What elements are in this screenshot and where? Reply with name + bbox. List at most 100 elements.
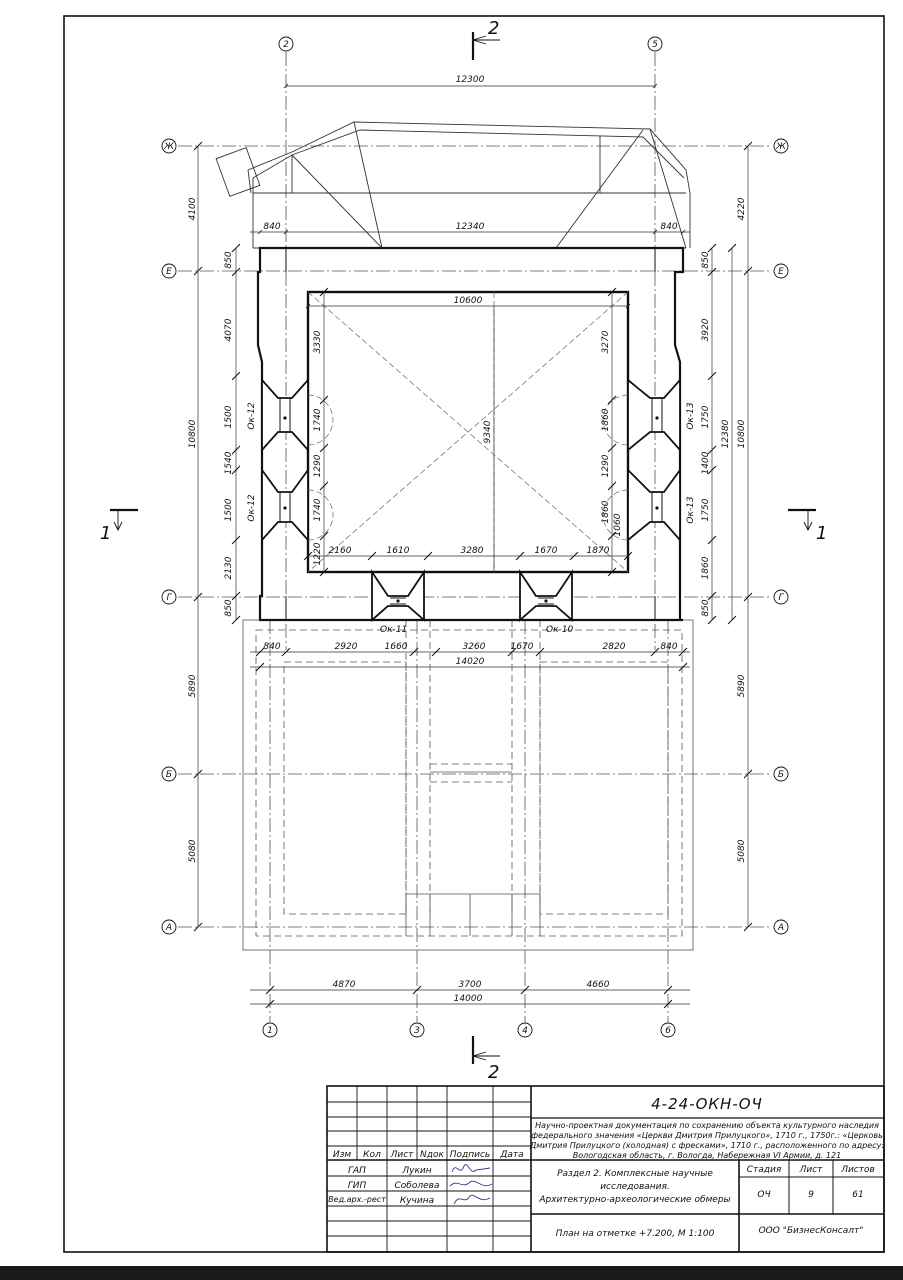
dim-south-1: 2160 [329, 546, 352, 556]
dim-left-chain-2: 4070 [224, 318, 234, 341]
name-gap: Лукин [401, 1166, 431, 1176]
name-ved-arh: Кучина [400, 1196, 434, 1206]
description-line-1: Научно-проектная документация по сохране… [535, 1121, 879, 1130]
dim-right-chain-1: 850 [701, 251, 711, 268]
dim-below-7: 840 [660, 642, 677, 652]
window-niche-left-2 [261, 467, 309, 543]
axis-label-b-right: Б [778, 770, 784, 780]
axis-label-5-top: 5 [652, 40, 658, 50]
dim-right-outer-4: 5080 [737, 839, 747, 862]
dim-left-outer-1: 4100 [188, 197, 198, 220]
axis-label-g-left: Г [166, 593, 172, 603]
dim-bottom-3: 4660 [587, 980, 610, 990]
dim-left-inner-2: 1740 [313, 408, 323, 431]
dim-right-outer-1: 4220 [737, 197, 747, 220]
col-data: Дата [499, 1150, 523, 1160]
dim-right-inner-1: 3270 [601, 330, 611, 353]
dimension-lines [197, 83, 749, 1005]
dim-left-chain-4: 1540 [224, 451, 234, 474]
col-izm: Изм [333, 1150, 352, 1160]
dim-left-chain-5: 1500 [224, 498, 234, 521]
dim-top-left: 840 [263, 222, 280, 232]
col-ndok: Nдок [420, 1150, 444, 1160]
dim-below-total: 14020 [456, 657, 485, 667]
dim-below-5: 1670 [511, 642, 534, 652]
role-ved-arh: Вед.арх.-рест [328, 1195, 386, 1204]
plan-title: План на отметке +7.200, М 1:100 [556, 1229, 715, 1239]
axis-label-e-right: Е [778, 267, 784, 277]
section-2-label-bottom: 2 [488, 1062, 499, 1083]
dim-south-3: 3280 [461, 546, 484, 556]
dim-right-mid: 12380 [721, 419, 731, 448]
dim-right-inner-4: 1860 [601, 500, 611, 523]
window-frames [279, 398, 663, 605]
dim-top-right: 840 [660, 222, 677, 232]
window-niche-right-2 [627, 467, 681, 543]
opening-ok13-lower: Ок-13 [686, 496, 696, 523]
dim-bottom-total: 14000 [454, 994, 483, 1004]
dim-right-chain-5: 1750 [701, 498, 711, 521]
dim-below-6: 2820 [603, 642, 626, 652]
dim-left-inner-1: 3330 [313, 330, 323, 353]
dim-room-diag: 9340 [483, 420, 493, 443]
axis-label-g-right: Г [778, 593, 784, 603]
dim-left-chain-7: 850 [224, 599, 234, 616]
dim-right-chain-7: 850 [701, 599, 711, 616]
dim-left-chain-3: 1500 [224, 405, 234, 428]
title-block [326, 1085, 885, 1253]
doc-code: 4-24-ОКН-ОЧ [651, 1095, 763, 1113]
dim-below-2: 2920 [335, 642, 358, 652]
axis-label-2-top: 2 [283, 40, 289, 50]
axis-bubbles [161, 36, 789, 1038]
axis-label-4: 4 [522, 1026, 528, 1036]
section-2-label-top: 2 [488, 18, 499, 39]
dim-left-inner-4: 1740 [313, 498, 323, 521]
opening-ok12-lower: Ок-12 [247, 494, 257, 521]
dim-right-chain-2: 3920 [701, 318, 711, 341]
section-1-label-left: 1 [100, 523, 111, 544]
axis-label-a-left: А [165, 923, 172, 933]
window-niche-right-1 [627, 377, 681, 453]
dim-bottom-2: 3700 [459, 980, 482, 990]
dim-right-chain-6: 1860 [701, 556, 711, 579]
dim-right-inner-2: 1860 [601, 408, 611, 431]
dim-room-width: 10600 [454, 296, 483, 306]
opening-ok12-upper: Ок-12 [247, 402, 257, 429]
dim-below-3: 1660 [385, 642, 408, 652]
axis-label-6: 6 [665, 1026, 671, 1036]
dim-south-4: 1670 [535, 546, 558, 556]
dim-south-5: 1870 [587, 546, 610, 556]
axis-label-b-left: Б [166, 770, 172, 780]
col-podpis: Подпись [450, 1150, 490, 1160]
axis-label-zh-left: Ж [163, 142, 174, 152]
dim-left-inner-3: 1290 [313, 454, 323, 477]
dim-left-chain-6: 2130 [224, 556, 234, 579]
dim-bottom-1: 4870 [333, 980, 356, 990]
stage-header: Стадия [747, 1165, 782, 1175]
axis-label-a-right: А [777, 923, 784, 933]
dim-left-outer-4: 5080 [188, 839, 198, 862]
axis-label-e-left: Е [166, 267, 172, 277]
axis-label-1: 1 [267, 1026, 273, 1036]
dim-top-total: 12300 [456, 75, 485, 85]
dim-left-outer-2: 10800 [188, 419, 198, 448]
dimension-ticks [193, 141, 753, 1009]
dim-below-1: 840 [263, 642, 280, 652]
axis-label-zh-right: Ж [775, 142, 786, 152]
dim-south-2: 1610 [387, 546, 410, 556]
section-marks [110, 32, 816, 1064]
sheet-value: 9 [808, 1190, 814, 1200]
description-line-3: Дмитрия Прилуцкого (холодная) с фресками… [529, 1141, 884, 1150]
dim-left-outer-3: 5890 [188, 674, 198, 697]
axis-label-3: 3 [414, 1026, 420, 1036]
description-line-2: федерального значения «Церкви Дмитрия Пр… [531, 1131, 883, 1140]
dim-right-inner-5: 1060 [613, 513, 623, 536]
window-niche-south-2 [519, 569, 573, 622]
dim-right-chain-4: 1400 [701, 451, 711, 474]
dim-right-outer-2: 10800 [737, 419, 747, 448]
dim-right-chain-3: 1750 [701, 405, 711, 428]
grid-axes [178, 52, 772, 1022]
signatures [449, 1164, 493, 1205]
dim-left-chain-1: 850 [224, 251, 234, 268]
